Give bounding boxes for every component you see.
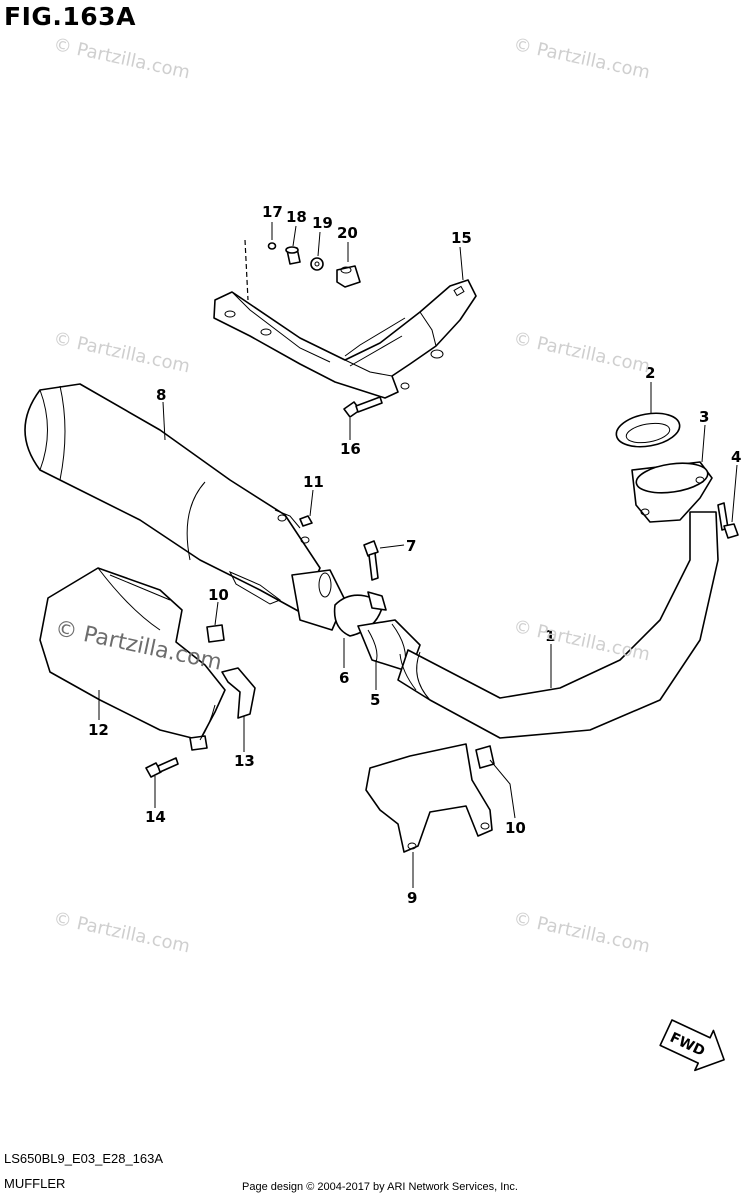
muffler-8[interactable] — [24, 383, 346, 631]
heat-shield-12[interactable] — [39, 567, 226, 741]
bolt-14[interactable] — [145, 757, 179, 778]
heat-shield-9[interactable] — [365, 743, 493, 853]
callout-18: 18 — [286, 208, 307, 226]
rubber-pad-10-right[interactable] — [475, 745, 495, 769]
callout-7: 7 — [406, 537, 416, 555]
callout-20: 20 — [337, 224, 358, 242]
flange-3[interactable] — [631, 459, 713, 523]
callout-8: 8 — [156, 386, 166, 404]
hardware-18[interactable] — [285, 246, 301, 265]
figure-name: MUFFLER — [4, 1176, 66, 1191]
bolt-4[interactable] — [717, 502, 739, 539]
callout-labels: 17 18 19 20 15 8 16 11 7 2 3 4 10 6 1 5 … — [88, 203, 741, 907]
hardware-19[interactable] — [310, 257, 324, 271]
bolt-16[interactable] — [343, 396, 383, 418]
dashed-guide-17 — [244, 239, 249, 301]
callout-3: 3 — [699, 408, 709, 426]
hardware-20[interactable] — [336, 265, 361, 288]
forward-direction-arrow: FWD — [659, 1019, 725, 1072]
hardware-17[interactable] — [267, 242, 277, 250]
callout-10-left: 10 — [208, 586, 229, 604]
figure-code: LS650BL9_E03_E28_163A — [4, 1151, 164, 1166]
callout-17: 17 — [262, 203, 283, 221]
rubber-pad-10-left[interactable] — [206, 624, 225, 643]
callout-15: 15 — [451, 229, 472, 247]
figure-title: FIG.163A — [4, 2, 136, 31]
bolt-7[interactable] — [363, 540, 379, 581]
gasket-2[interactable] — [614, 409, 683, 452]
callout-4: 4 — [731, 448, 741, 466]
bolt-11[interactable] — [299, 515, 313, 527]
callout-11: 11 — [303, 473, 324, 491]
callout-19: 19 — [312, 214, 333, 232]
copyright-notice: Page design © 2004-2017 by ARI Network S… — [242, 1181, 518, 1193]
leader-lines — [98, 222, 738, 888]
clamp-band-13[interactable] — [189, 667, 256, 751]
callout-10-right: 10 — [505, 819, 526, 837]
callout-13: 13 — [234, 752, 255, 770]
callout-9: 9 — [407, 889, 417, 907]
callout-16: 16 — [340, 440, 361, 458]
callout-2: 2 — [645, 364, 655, 382]
exhaust-pipe-1[interactable] — [397, 511, 719, 739]
bracket-15[interactable] — [213, 279, 477, 399]
callout-14: 14 — [145, 808, 166, 826]
callout-5: 5 — [370, 691, 380, 709]
callout-12: 12 — [88, 721, 109, 739]
callout-1: 1 — [545, 627, 555, 645]
callout-6: 6 — [339, 669, 349, 687]
